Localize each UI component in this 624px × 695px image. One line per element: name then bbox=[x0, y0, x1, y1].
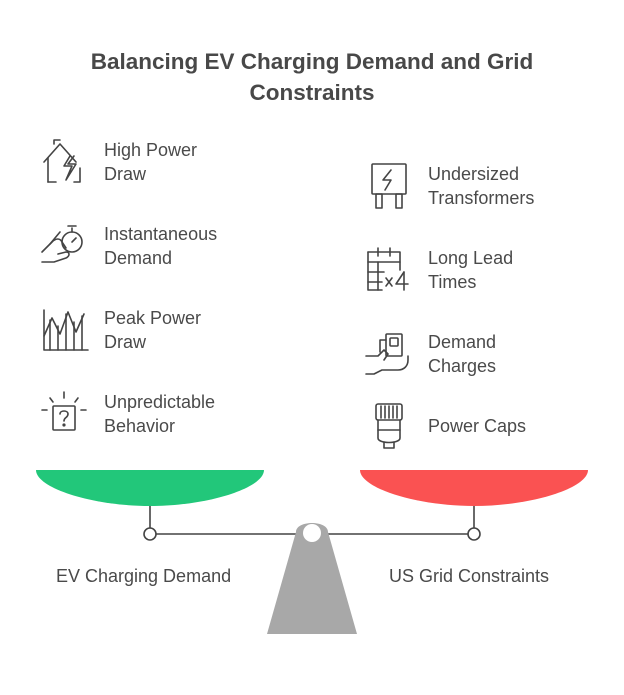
pivot-hole bbox=[303, 524, 321, 542]
item-line: High Power bbox=[104, 140, 198, 160]
calendar-x4-icon bbox=[364, 246, 414, 294]
item-unpredictable-behavior: Unpredictable Behavior bbox=[104, 390, 215, 438]
left-joint bbox=[143, 527, 157, 541]
item-line: Demand bbox=[104, 248, 173, 268]
peak-chart-icon bbox=[40, 306, 90, 354]
house-lightning-icon bbox=[40, 138, 90, 186]
item-demand-charges: Demand Charges bbox=[428, 330, 496, 378]
item-line: Transformers bbox=[428, 188, 535, 208]
right-joint bbox=[467, 527, 481, 541]
item-high-power-draw: High Power Draw bbox=[104, 138, 197, 186]
item-line: Demand bbox=[428, 332, 497, 352]
item-line: Unpredictable bbox=[104, 392, 216, 412]
item-line: Charges bbox=[428, 356, 497, 376]
diagram-title: Balancing EV Charging Demand and Grid Co… bbox=[0, 46, 624, 108]
left-caption: EV Charging Demand bbox=[56, 566, 232, 586]
item-line: Behavior bbox=[104, 416, 176, 436]
item-long-lead-times: Long Lead Times bbox=[428, 246, 513, 294]
item-undersized-transformers: Undersized Transformers bbox=[428, 162, 534, 210]
item-line: Long Lead bbox=[428, 248, 514, 268]
item-instantaneous-demand: Instantaneous Demand bbox=[104, 222, 217, 270]
item-line: Power Caps bbox=[428, 416, 527, 436]
capped-cylinder-icon bbox=[364, 402, 414, 450]
hand-stopwatch-icon bbox=[40, 222, 90, 270]
item-peak-power-draw: Peak Power Draw bbox=[104, 306, 201, 354]
right-caption: US Grid Constraints bbox=[389, 566, 550, 586]
item-line: Times bbox=[428, 272, 477, 292]
item-line: Draw bbox=[104, 332, 147, 352]
item-line: Peak Power bbox=[104, 308, 202, 328]
item-line: Draw bbox=[104, 164, 147, 184]
fulcrum bbox=[267, 523, 357, 634]
question-box-icon bbox=[40, 390, 90, 438]
transformer-icon bbox=[364, 162, 414, 210]
item-line: Instantaneous bbox=[104, 224, 218, 244]
left-pan bbox=[36, 470, 264, 506]
hand-money-icon bbox=[364, 330, 414, 378]
title-line-1: Balancing EV Charging Demand and Grid bbox=[90, 49, 534, 74]
item-power-caps: Power Caps bbox=[428, 414, 526, 438]
item-line: Undersized bbox=[428, 164, 520, 184]
right-pan bbox=[360, 470, 588, 506]
title-line-2: Constraints bbox=[249, 80, 375, 105]
